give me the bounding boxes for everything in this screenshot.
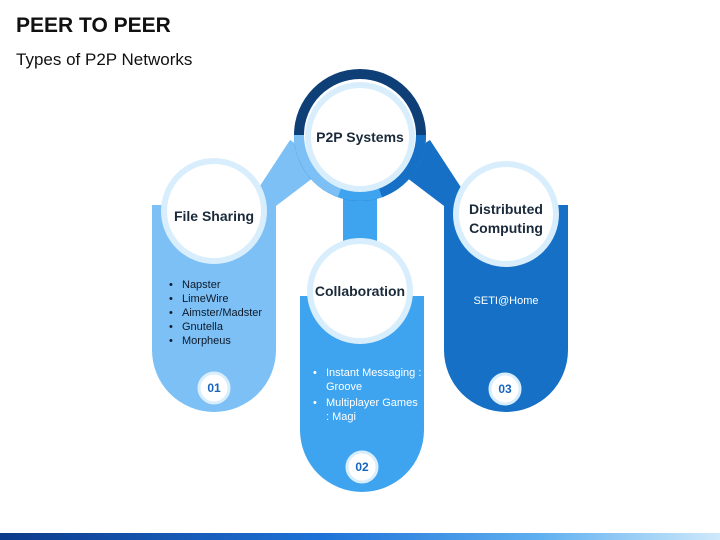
list-item: LimeWire	[168, 292, 278, 306]
badge-01	[197, 371, 231, 405]
list-item: Instant Messaging : Groove	[312, 366, 422, 394]
hub-label: P2P Systems	[316, 129, 404, 145]
list-item: Napster	[168, 278, 278, 292]
card-collaboration	[300, 296, 424, 492]
list-item: Multiplayer Games : Magi	[312, 396, 422, 424]
distributed-text: SETI@Home	[473, 295, 539, 307]
node-label-distributed: Distributed Computing	[455, 196, 557, 242]
list-item: Gnutella	[168, 320, 278, 334]
number-badge-03: 03	[498, 382, 512, 396]
connector-collaboration	[343, 185, 377, 252]
page-subtitle: Types of P2P Networks	[16, 50, 193, 69]
node-label-collaboration: Collaboration	[308, 278, 412, 304]
circle-distributed	[453, 161, 559, 267]
hub-circle	[305, 82, 415, 192]
file-sharing-list: Napster LimeWire Aimster/Madster Gnutell…	[168, 278, 278, 348]
circle-file-sharing	[161, 158, 267, 264]
node-label-text: Distributed Computing	[469, 201, 543, 236]
bottom-gradient-bar	[0, 533, 720, 540]
number-badge-01: 01	[207, 381, 221, 395]
number-badge-02: 02	[355, 460, 369, 474]
node-label-text: File Sharing	[173, 207, 255, 224]
list-item: Aimster/Madster	[168, 306, 278, 320]
badge-02	[345, 450, 379, 484]
list-item: Morpheus	[168, 334, 278, 348]
collaboration-list: Instant Messaging : Groove Multiplayer G…	[312, 366, 422, 426]
badge-03	[488, 372, 522, 406]
page-title: PEER TO PEER	[16, 14, 171, 37]
circle-collaboration	[307, 238, 413, 344]
node-label-file-sharing: File Sharing	[170, 193, 258, 239]
node-label-text: Collaboration	[314, 283, 406, 299]
